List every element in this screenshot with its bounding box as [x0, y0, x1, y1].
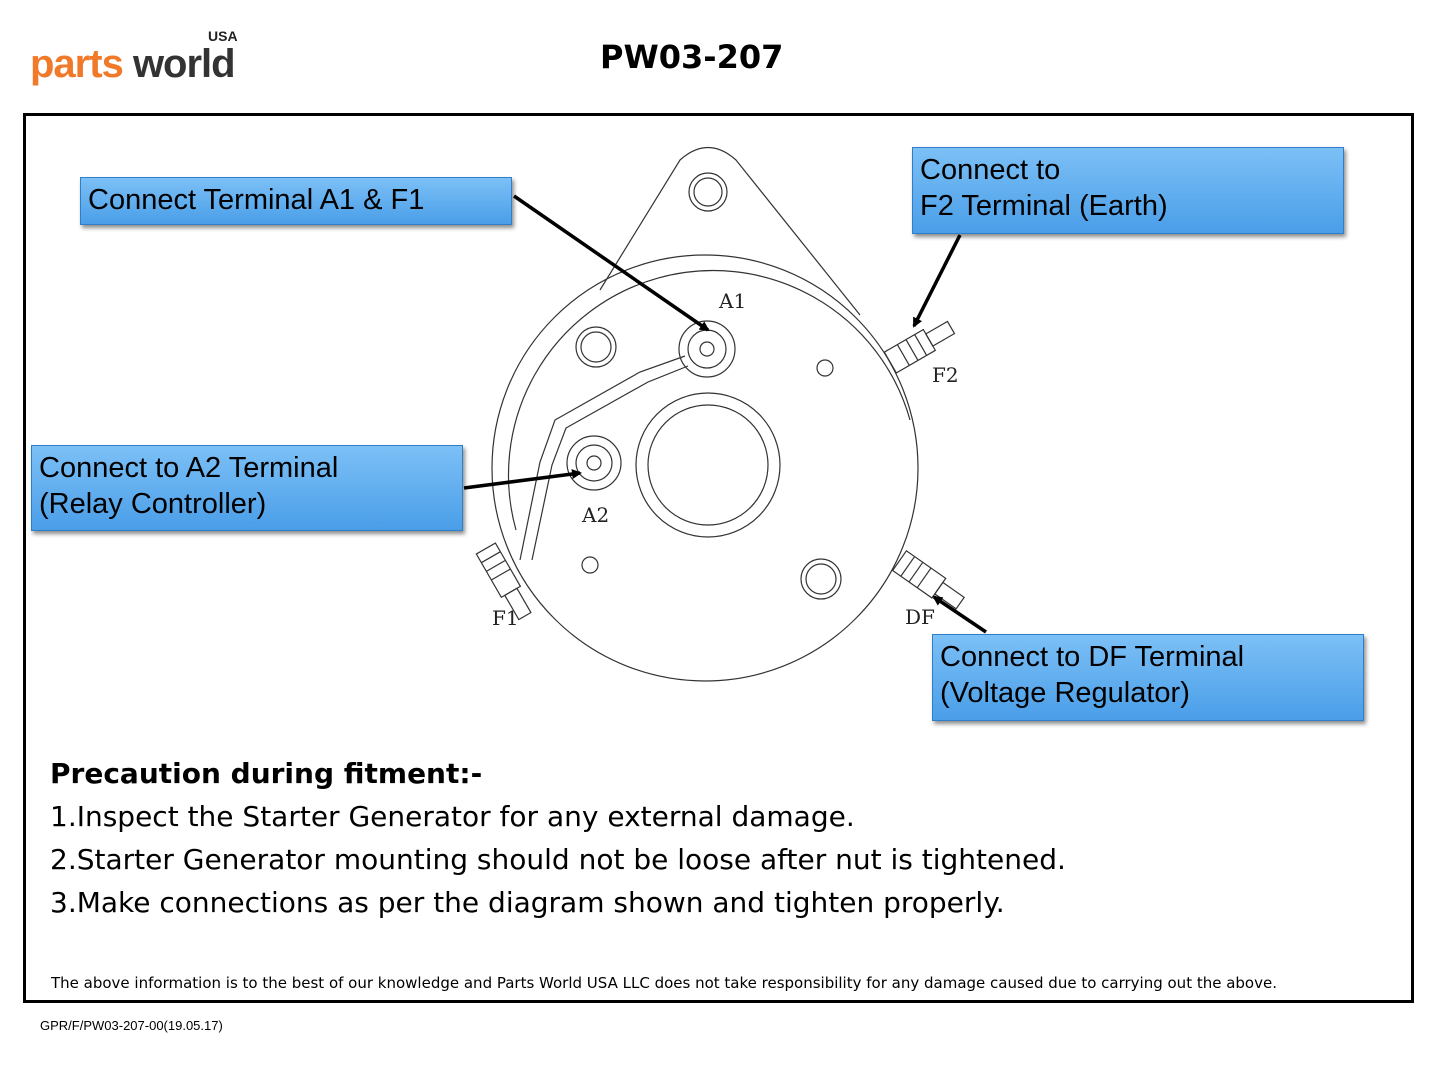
parts-world-logo: parts world USA: [30, 28, 250, 92]
top-hole: [688, 172, 728, 212]
callout-a2-line-1: Connect to A2 Terminal: [39, 452, 339, 484]
disclaimer-text: The above information is to the best of …: [51, 974, 1277, 992]
small-hole-left: [581, 556, 599, 574]
logo-usa: USA: [208, 28, 238, 44]
housing-inner-arc: [507, 269, 911, 531]
arrow-a2: [463, 469, 582, 490]
callout-a1-f1-line-1: Connect Terminal A1 & F1: [88, 184, 425, 216]
bolt-hole-right: [800, 558, 842, 600]
callout-df-line-1: Connect to DF Terminal: [940, 641, 1245, 673]
bolt-hole-left: [575, 326, 617, 368]
callout-f2-line-1: Connect to: [920, 154, 1061, 186]
arrow-df: [932, 595, 987, 634]
housing-outline: [491, 254, 919, 682]
precaution-item-2: 2.Starter Generator mounting should not …: [50, 843, 1066, 876]
label-a1: A1: [718, 289, 746, 313]
small-hole-right: [816, 359, 834, 377]
document-code: GPR/F/PW03-207-00(19.05.17): [40, 1018, 223, 1033]
callout-a1-f1: Connect Terminal A1 & F1: [80, 177, 512, 225]
callout-a2-line-2: (Relay Controller): [39, 488, 267, 520]
precautions-block: Precaution during fitment:- 1.Inspect th…: [50, 753, 1066, 924]
df-stud: [891, 549, 965, 610]
a2-terminal: [566, 435, 622, 491]
arrow-a1-f1: [513, 194, 710, 332]
link-strap: [519, 355, 686, 561]
label-f1: F1: [492, 606, 519, 630]
label-a2: A2: [581, 503, 609, 527]
logo-parts: parts: [30, 42, 124, 86]
page-title: PW03-207: [600, 38, 784, 76]
label-f2: F2: [932, 363, 959, 387]
mounting-ear: [599, 147, 861, 316]
callout-a2: Connect to A2 Terminal (Relay Controller…: [31, 445, 463, 531]
arrow-f2: [912, 234, 962, 328]
a1-terminal: [678, 320, 736, 378]
label-df: DF: [905, 605, 935, 629]
logo-world: world: [132, 42, 236, 86]
f2-stud: [883, 320, 956, 374]
precautions-heading: Precaution during fitment:-: [50, 757, 483, 790]
f1-stud: [475, 542, 532, 621]
callout-df-line-2: (Voltage Regulator): [940, 677, 1190, 709]
center-bearing: [635, 392, 781, 538]
callout-f2: Connect to F2 Terminal (Earth): [912, 147, 1344, 234]
precaution-item-3: 3.Make connections as per the diagram sh…: [50, 886, 1005, 919]
callout-f2-line-2: F2 Terminal (Earth): [920, 190, 1168, 222]
diagram-frame: [23, 113, 1414, 1003]
callout-df: Connect to DF Terminal (Voltage Regulato…: [932, 634, 1364, 721]
precaution-item-1: 1.Inspect the Starter Generator for any …: [50, 800, 855, 833]
